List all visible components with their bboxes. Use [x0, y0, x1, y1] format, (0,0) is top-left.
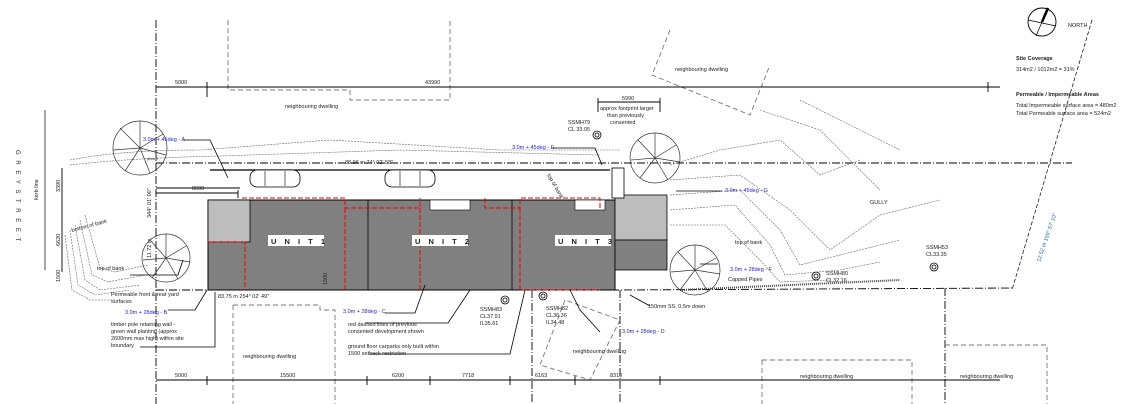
setback-label-e: 3.0m + 45deg - E: [512, 145, 555, 151]
manhole-label: SSMH79: [568, 120, 590, 126]
site-coverage-title: Site Coverage: [1016, 56, 1053, 62]
manhole-label: SSMH53: [926, 245, 948, 251]
north-label: NORTH: [1068, 23, 1087, 29]
neighbouring-dwellings: neighbouring dwelling neighbouring dwell…: [227, 20, 1048, 404]
dimension: 6200: [392, 373, 404, 379]
setback-label-g: 3.0m + 45deg - G: [725, 188, 768, 194]
dimension: 8310: [610, 373, 622, 379]
boundary-label-left: 344° 01' 00": [147, 188, 153, 218]
note-capped: Capped Pipes: [728, 277, 763, 283]
note-phone: phone: [147, 156, 159, 161]
dimension: 5990: [622, 96, 634, 102]
unit-2-label: U N I T 2: [415, 237, 472, 246]
note-red-dashed: red dashed lines of previous: [348, 322, 417, 328]
setback-label-a: 3.0m + 45deg - A: [143, 137, 185, 143]
note-permeable: surfaces: [111, 299, 132, 305]
note-timber: boundary: [111, 343, 134, 349]
setback-label-d: 3.0m + 28deg - D: [622, 329, 665, 335]
note-timber: 2600mm max high) within site: [111, 336, 184, 342]
note-top-bank: top of bank: [97, 266, 124, 272]
tree-icon: [669, 244, 721, 296]
unit-3-label: U N I T 3: [558, 237, 615, 246]
manhole-label: SSMH83: [480, 307, 502, 313]
neighbour-label: neighbouring dwelling: [285, 104, 338, 110]
manhole-label: CL32.16: [826, 278, 847, 284]
manhole-label: CL 33.05: [568, 127, 590, 133]
note-gully: GULLY: [870, 200, 888, 206]
dimension: 43990: [425, 80, 440, 86]
manhole-label: SSMH82: [546, 306, 568, 312]
manhole-label: CL36.36: [546, 313, 567, 319]
car-icon: [384, 169, 436, 188]
permeable-total: Total Permeable surface area = 524m2: [1016, 111, 1111, 117]
dimension: 6620: [56, 234, 62, 246]
site-coverage-value: 314m2 / 1012m2 = 31%: [1016, 67, 1075, 73]
boundary-label-bottom: 83.75 m 254° 02' 49": [218, 294, 269, 300]
note-carparks: 1500 setback restriction: [348, 351, 406, 357]
setback-label-f: 3.0m + 28deg - F: [730, 267, 773, 273]
neighbour-label: neighbouring dwelling: [800, 374, 853, 380]
note-red-dashed: consented development shown: [348, 329, 424, 335]
unit-labels: U N I T 1 U N I T 2 U N I T 3: [268, 235, 615, 246]
setback-label-b: 3.0m + 28deg - B: [125, 310, 168, 316]
dimension: 5000: [175, 373, 187, 379]
unit-1-label: U N I T 1: [271, 237, 328, 246]
boundary-label-top: 88.96 m 74° 02' 58": [345, 160, 393, 166]
manhole-label: IL35.61: [480, 321, 498, 327]
note-top-bank: top of bank: [545, 173, 564, 200]
note-footprint: approx footprint larger: [600, 106, 654, 112]
site-boundary: [155, 19, 1093, 404]
dimension: 5000: [175, 80, 187, 86]
dimension: 6163: [535, 373, 547, 379]
manhole-label: SSMH80: [826, 271, 848, 277]
dimension: 15500: [280, 373, 295, 379]
north-arrow-icon: [1027, 7, 1057, 37]
dimension: 8000: [192, 186, 204, 192]
dimension: 1500: [323, 273, 329, 285]
tree-icon: [629, 132, 681, 184]
boundary-label-right: 12.52 m 159° 57' 10": [1036, 212, 1058, 262]
tree-icon: [141, 233, 191, 283]
setback-label-c: 3.0m + 28deg - C: [343, 309, 386, 315]
boundary-label-left-length: 11.72 m: [147, 238, 153, 258]
note-permeable: Permeable front & rear yard: [111, 292, 179, 298]
note-carparks: ground floor carparks only built within: [348, 344, 439, 350]
tree-icon: [112, 120, 168, 176]
kerb-label: kerb line: [34, 179, 40, 200]
street-name: G R E Y S T R E E T: [14, 150, 20, 243]
manhole-icons: [500, 130, 939, 305]
leader-lines: [130, 139, 722, 355]
permeable-title: Permeable / Impermeable Areas: [1016, 92, 1099, 98]
manhole-label: CL37.91: [480, 314, 501, 320]
note-top-bank: top of bank: [735, 240, 762, 246]
note-ss: 150mm SS, 0.5m down: [648, 304, 705, 310]
impermeable-total: Total Impermeable surface area = 480m2: [1016, 103, 1116, 109]
note-timber: timber pole retaining wall -: [111, 322, 175, 328]
dimension: 1500: [56, 270, 62, 282]
neighbour-label: neighbouring dwelling: [960, 374, 1013, 380]
note-footprint: than previously: [607, 113, 644, 119]
dimension: 3390: [56, 180, 62, 192]
note-bottom-bank: bottom of bank: [71, 219, 108, 234]
dimension: 7718: [462, 373, 474, 379]
note-footprint: consented: [610, 120, 635, 126]
neighbour-label: neighbouring dwelling: [573, 349, 626, 355]
contours: [64, 99, 941, 301]
neighbour-label: neighbouring dwelling: [243, 354, 296, 360]
manhole-label: IL34.48: [546, 320, 564, 326]
dimension-lines: [61, 82, 1000, 385]
manhole-label: CL33.35: [926, 252, 947, 258]
neighbour-label: neighbouring dwelling: [675, 67, 728, 73]
car-icon: [249, 169, 301, 188]
note-timber: green wall planting (approx: [111, 329, 177, 335]
